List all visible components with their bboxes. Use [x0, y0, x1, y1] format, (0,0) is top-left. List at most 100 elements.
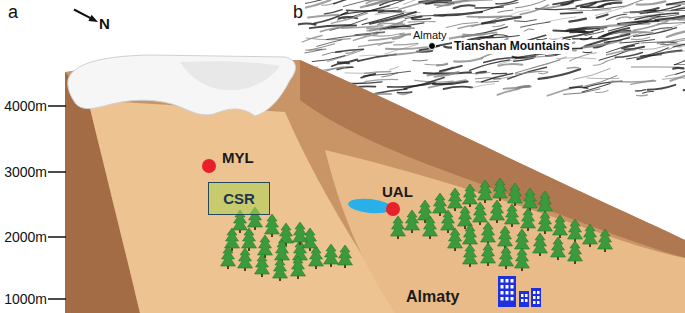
- tree-crown: [275, 240, 290, 260]
- tree-trunk: [279, 278, 281, 281]
- ridge-streak: [671, 6, 685, 10]
- ridge-streak: [622, 46, 634, 49]
- building: [531, 288, 541, 307]
- ridge-streak: [364, 71, 411, 76]
- tree-crown: [499, 246, 514, 266]
- tree-icon: [538, 211, 553, 234]
- window: [506, 291, 509, 295]
- tree-icon: [551, 237, 566, 260]
- ridge-streak: [389, 49, 433, 55]
- ridge-streak: [454, 58, 482, 61]
- tree-crown: [441, 210, 456, 230]
- ridge-streak: [359, 43, 392, 47]
- tree-crown: [225, 228, 240, 248]
- ridge-streak: [476, 78, 501, 79]
- ridge-streak: [665, 51, 685, 53]
- tree-crown: [238, 248, 253, 268]
- building: [498, 276, 516, 307]
- north-label: N: [99, 15, 110, 32]
- tree-crown: [568, 241, 583, 261]
- ridge-streak: [492, 73, 507, 75]
- tree-icon: [423, 216, 438, 239]
- ridge-streak: [667, 0, 685, 5]
- ridge-streak: [602, 4, 611, 6]
- tree-crown: [521, 208, 536, 228]
- ridge-streak: [458, 23, 495, 29]
- ridge-streak: [332, 63, 349, 66]
- ridge-streak: [607, 59, 616, 62]
- tree-trunk: [447, 230, 449, 233]
- tree-trunk: [521, 268, 523, 271]
- ridge-streak: [636, 90, 646, 91]
- tree-icon: [391, 216, 406, 239]
- ridge-streak: [413, 60, 427, 62]
- ridge-streak: [515, 0, 547, 8]
- tree-crown: [463, 244, 478, 264]
- tree-icon: [481, 243, 496, 266]
- ridge-streak: [637, 1, 666, 4]
- ridge-streak: [567, 67, 578, 69]
- ridge-streak: [312, 56, 345, 62]
- tree-icon: [291, 256, 306, 279]
- ridge-streak: [404, 78, 444, 89]
- ridge-streak: [454, 5, 475, 8]
- ridge-streak: [563, 32, 592, 38]
- ridge-streak: [299, 23, 316, 24]
- box-label: CSR: [223, 190, 255, 207]
- tree-crown: [242, 228, 257, 248]
- ridge-streak: [608, 22, 648, 31]
- tree-crown: [221, 246, 236, 266]
- tree-crown: [515, 229, 530, 249]
- range-label: Tianshan Mountains: [452, 40, 572, 54]
- tree-trunk: [496, 220, 498, 223]
- ridge-streak: [370, 12, 416, 24]
- tree-crown: [508, 183, 523, 203]
- tree-icon: [273, 258, 288, 281]
- ridge-streak: [683, 57, 685, 60]
- tree-trunk: [469, 204, 471, 207]
- site-dot: [386, 202, 400, 216]
- tree-trunk: [479, 222, 481, 225]
- tree-trunk: [244, 268, 246, 271]
- tree-crown: [448, 188, 463, 208]
- ridge-streak: [553, 0, 583, 4]
- tree-crown: [583, 224, 598, 244]
- window: [501, 291, 504, 295]
- tree-trunk: [589, 244, 591, 247]
- tree-crown: [258, 235, 273, 255]
- window: [511, 297, 514, 301]
- ridge-streak: [398, 93, 410, 95]
- glacier: [68, 55, 296, 116]
- valley-band: [325, 150, 685, 313]
- ridge-streak: [587, 78, 619, 80]
- tree-trunk: [439, 213, 441, 216]
- ridge-streak: [527, 71, 548, 72]
- window: [521, 294, 524, 297]
- ridge-streak: [390, 67, 399, 70]
- ridge-streak: [360, 55, 385, 57]
- panel-letter: a: [8, 2, 18, 23]
- glacier-shade: [180, 61, 280, 90]
- ridge-streak: [342, 26, 383, 29]
- ridge-streak: [446, 34, 485, 39]
- tree-icon: [405, 210, 420, 233]
- relief-map: [299, 0, 685, 96]
- window: [533, 291, 536, 294]
- ridge-streak: [524, 29, 534, 31]
- tree-icon: [265, 214, 280, 237]
- north-arrow-head: [88, 15, 98, 22]
- ridge-streak: [673, 67, 683, 70]
- ridge-streak: [361, 0, 390, 7]
- tree-icon: [324, 244, 339, 267]
- ridge-streak: [539, 69, 581, 79]
- tree-icon: [463, 244, 478, 267]
- tree-trunk: [514, 203, 516, 206]
- ridge-streak: [522, 55, 555, 59]
- tree-crown: [568, 219, 583, 239]
- ridge-streak: [634, 21, 668, 30]
- ridge-streak: [399, 0, 444, 10]
- ridge-streak: [582, 84, 610, 92]
